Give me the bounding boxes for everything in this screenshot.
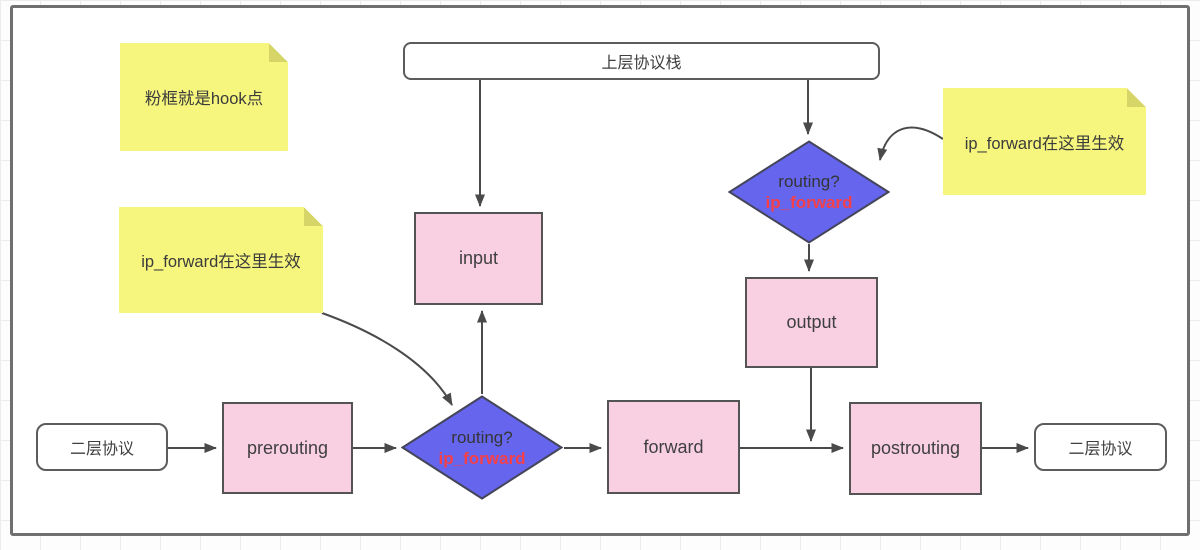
diamond-shape (728, 140, 890, 244)
node-input[interactable]: input (414, 212, 543, 305)
diamond-shape (401, 395, 563, 500)
edge-note-to-routing-lower[interactable] (321, 312, 453, 406)
note-fold-corner (304, 207, 323, 226)
node-l2-protocol-right[interactable]: 二层协议 (1034, 423, 1167, 471)
node-postrouting[interactable]: postrouting (849, 402, 982, 495)
node-l2-protocol-right-label: 二层协议 (1068, 441, 1133, 458)
note-fold-corner (269, 43, 288, 62)
edge-note-to-routing-upper[interactable] (877, 126, 944, 161)
decision-lower-annotation: ip_forward (438, 448, 526, 468)
node-forward-label: forward (643, 436, 704, 457)
node-l2-protocol-left[interactable]: 二层协议 (36, 423, 168, 471)
decision-upper-annotation: ip_forward (765, 193, 853, 212)
decision-routing-lower[interactable]: routing? ip_forward (401, 395, 563, 500)
node-prerouting-label: prerouting (246, 437, 329, 458)
node-input-label: input (458, 248, 499, 268)
node-upper-protocol-stack[interactable]: 上层协议栈 (403, 42, 880, 80)
node-l2-protocol-left-label: 二层协议 (69, 441, 134, 458)
node-prerouting[interactable]: prerouting (222, 402, 353, 494)
sticky-note-ipforward-left[interactable]: ip_forward在这里生效 (119, 207, 323, 313)
note-fold-corner (1127, 88, 1146, 107)
sticky-note-ipforward-right-text: ip_forward在这里生效 (964, 134, 1125, 153)
node-output[interactable]: output (745, 277, 878, 368)
node-upper-protocol-stack-label: 上层协议栈 (601, 55, 682, 72)
decision-routing-upper[interactable]: routing? ip_forward (728, 140, 890, 244)
sticky-note-ipforward-right[interactable]: ip_forward在这里生效 (943, 88, 1146, 195)
decision-upper-question: routing? (778, 172, 840, 191)
decision-lower-question: routing? (451, 427, 513, 447)
sticky-note-hook[interactable]: 粉框就是hook点 (120, 43, 288, 151)
node-forward[interactable]: forward (607, 400, 740, 494)
node-output-label: output (786, 312, 837, 332)
sticky-note-ipforward-left-text: ip_forward在这里生效 (141, 253, 301, 271)
sticky-note-hook-text: 粉框就是hook点 (144, 90, 264, 108)
node-postrouting-label: postrouting (870, 438, 961, 458)
